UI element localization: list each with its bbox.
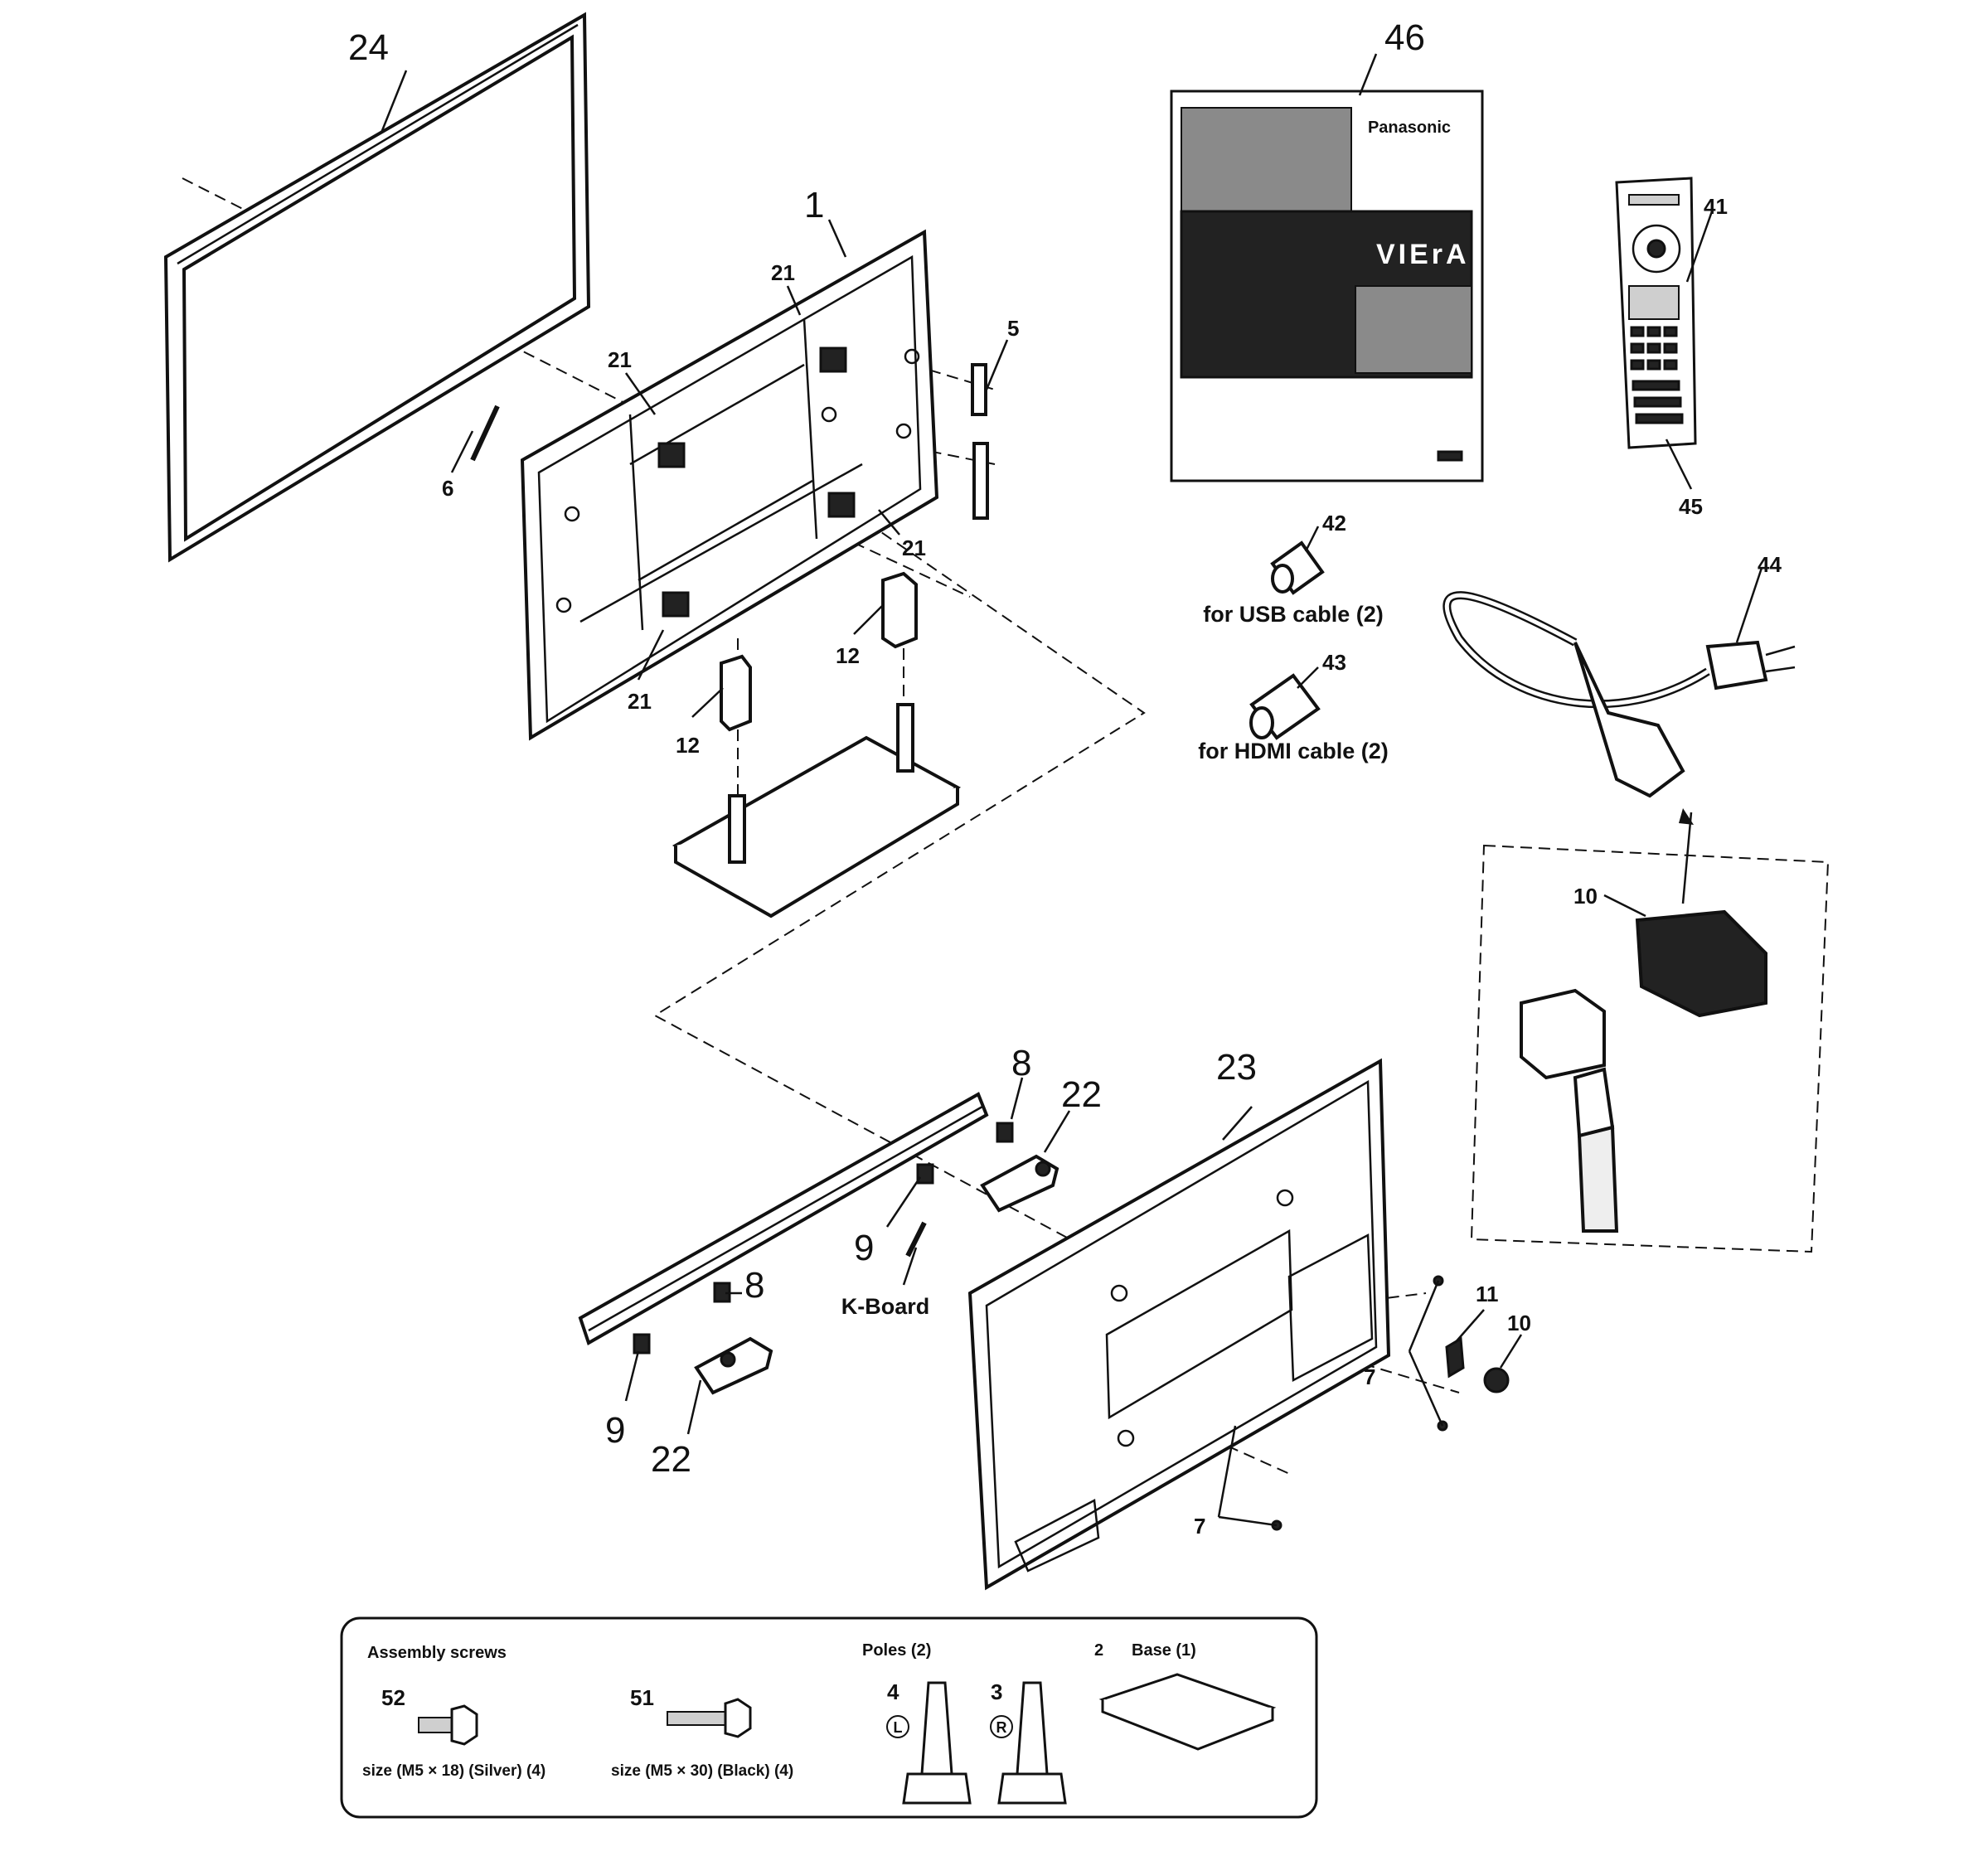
front-bezel-part-24 [163, 12, 591, 563]
spacer-parts-8-9 [633, 1122, 1014, 1355]
screw-52-size: size (M5 × 18) (Silver) (4) [362, 1762, 545, 1780]
remote-keypad [1630, 326, 1684, 424]
manual-brand-text: Panasonic [1368, 119, 1451, 137]
rear-bracket-rail [578, 1092, 989, 1345]
screw-51-size: size (M5 × 30) (Black) (4) [611, 1762, 793, 1780]
callout-21-top: 21 [771, 260, 795, 285]
callout-41: 41 [1704, 194, 1728, 219]
callout-12-right: 12 [836, 643, 860, 668]
pole-right-mark: R [996, 1719, 1007, 1736]
ferrite-core-part-42 [1270, 540, 1325, 595]
clamp-part-10-small [1483, 1367, 1510, 1393]
ferrite-core-part-43 [1249, 673, 1321, 740]
pole-left-number: 4 [887, 1679, 899, 1704]
pole-right-icon [997, 1681, 1067, 1805]
callout-10: 10 [1507, 1311, 1531, 1335]
remote-control-part-41 [1615, 177, 1697, 449]
chassis-frame-part-1 [520, 229, 939, 741]
accessories-legend: Assembly screws 52 size (M5 × 18) (Silve… [340, 1616, 1318, 1819]
stand-mount-part-12 [720, 571, 918, 732]
side-bracket-part-5 [971, 363, 989, 520]
stand-base-part-2 [672, 703, 962, 918]
callout-6: 6 [442, 476, 453, 501]
callout-24: 24 [348, 27, 389, 68]
callout-22-upper: 22 [1061, 1074, 1102, 1115]
k-board [905, 1221, 927, 1258]
base-number: 2 [1094, 1641, 1103, 1660]
screw-52-number: 52 [381, 1685, 405, 1710]
manual-part-46: Panasonic VIErA [1170, 90, 1484, 482]
callout-12-left: 12 [676, 733, 700, 758]
callout-8-upper: 8 [1011, 1043, 1031, 1083]
callout-leader-lines [380, 53, 1763, 1527]
pole-left-icon [902, 1681, 972, 1805]
callout-9-lower: 9 [605, 1410, 625, 1451]
usb-cable-caption: for USB cable (2) [1203, 602, 1384, 627]
callout-10-inset: 10 [1573, 884, 1598, 909]
callout-22-lower: 22 [651, 1439, 691, 1480]
pole-right-mark-circle [990, 1715, 1013, 1738]
rear-cover-part-23 [967, 1058, 1391, 1591]
callout-45: 45 [1679, 494, 1703, 519]
callout-5: 5 [1007, 316, 1019, 341]
ac-cord-part-44 [1443, 591, 1796, 798]
clamp-detail-inset [1470, 808, 1830, 1253]
manual-product-text: VIErA [1376, 239, 1470, 270]
callout-43: 43 [1322, 650, 1346, 675]
callout-9-upper: 9 [854, 1228, 874, 1268]
base-icon [1098, 1673, 1277, 1751]
hdmi-cable-caption: for HDMI cable (2) [1198, 739, 1389, 763]
pole-left-mark: L [894, 1719, 903, 1736]
base-label: Base (1) [1132, 1641, 1196, 1660]
holder-part-22-upper [980, 1154, 1059, 1213]
rod-part-6 [470, 405, 500, 462]
screw-51-icon [667, 1698, 752, 1738]
callout-11: 11 [1476, 1282, 1499, 1306]
callout-numbers: 24 1 21 21 21 21 5 6 12 12 46 41 45 42 4… [348, 17, 1782, 1539]
callout-8-lower: 8 [744, 1265, 764, 1306]
clip-part-11 [1445, 1336, 1465, 1379]
pole-right-number: 3 [991, 1679, 1002, 1704]
poles-label: Poles (2) [862, 1641, 931, 1660]
callout-21-bottom: 21 [628, 689, 652, 714]
k-board-caption: K-Board [841, 1294, 930, 1319]
legend-title: Assembly screws [367, 1644, 507, 1662]
callout-21-right: 21 [902, 536, 926, 560]
screw-52-icon [418, 1704, 478, 1746]
callout-1: 1 [804, 185, 824, 225]
callout-7-right: 7 [1364, 1364, 1375, 1389]
callout-21-left: 21 [608, 347, 632, 372]
callout-23: 23 [1216, 1047, 1257, 1088]
screw-51-number: 51 [630, 1685, 654, 1710]
pole-left-mark-circle [886, 1715, 909, 1738]
holder-part-22-lower [694, 1336, 773, 1395]
callout-44: 44 [1758, 552, 1782, 577]
callout-42: 42 [1322, 511, 1346, 536]
callout-7-bottom: 7 [1194, 1514, 1205, 1539]
callout-46: 46 [1384, 17, 1425, 58]
